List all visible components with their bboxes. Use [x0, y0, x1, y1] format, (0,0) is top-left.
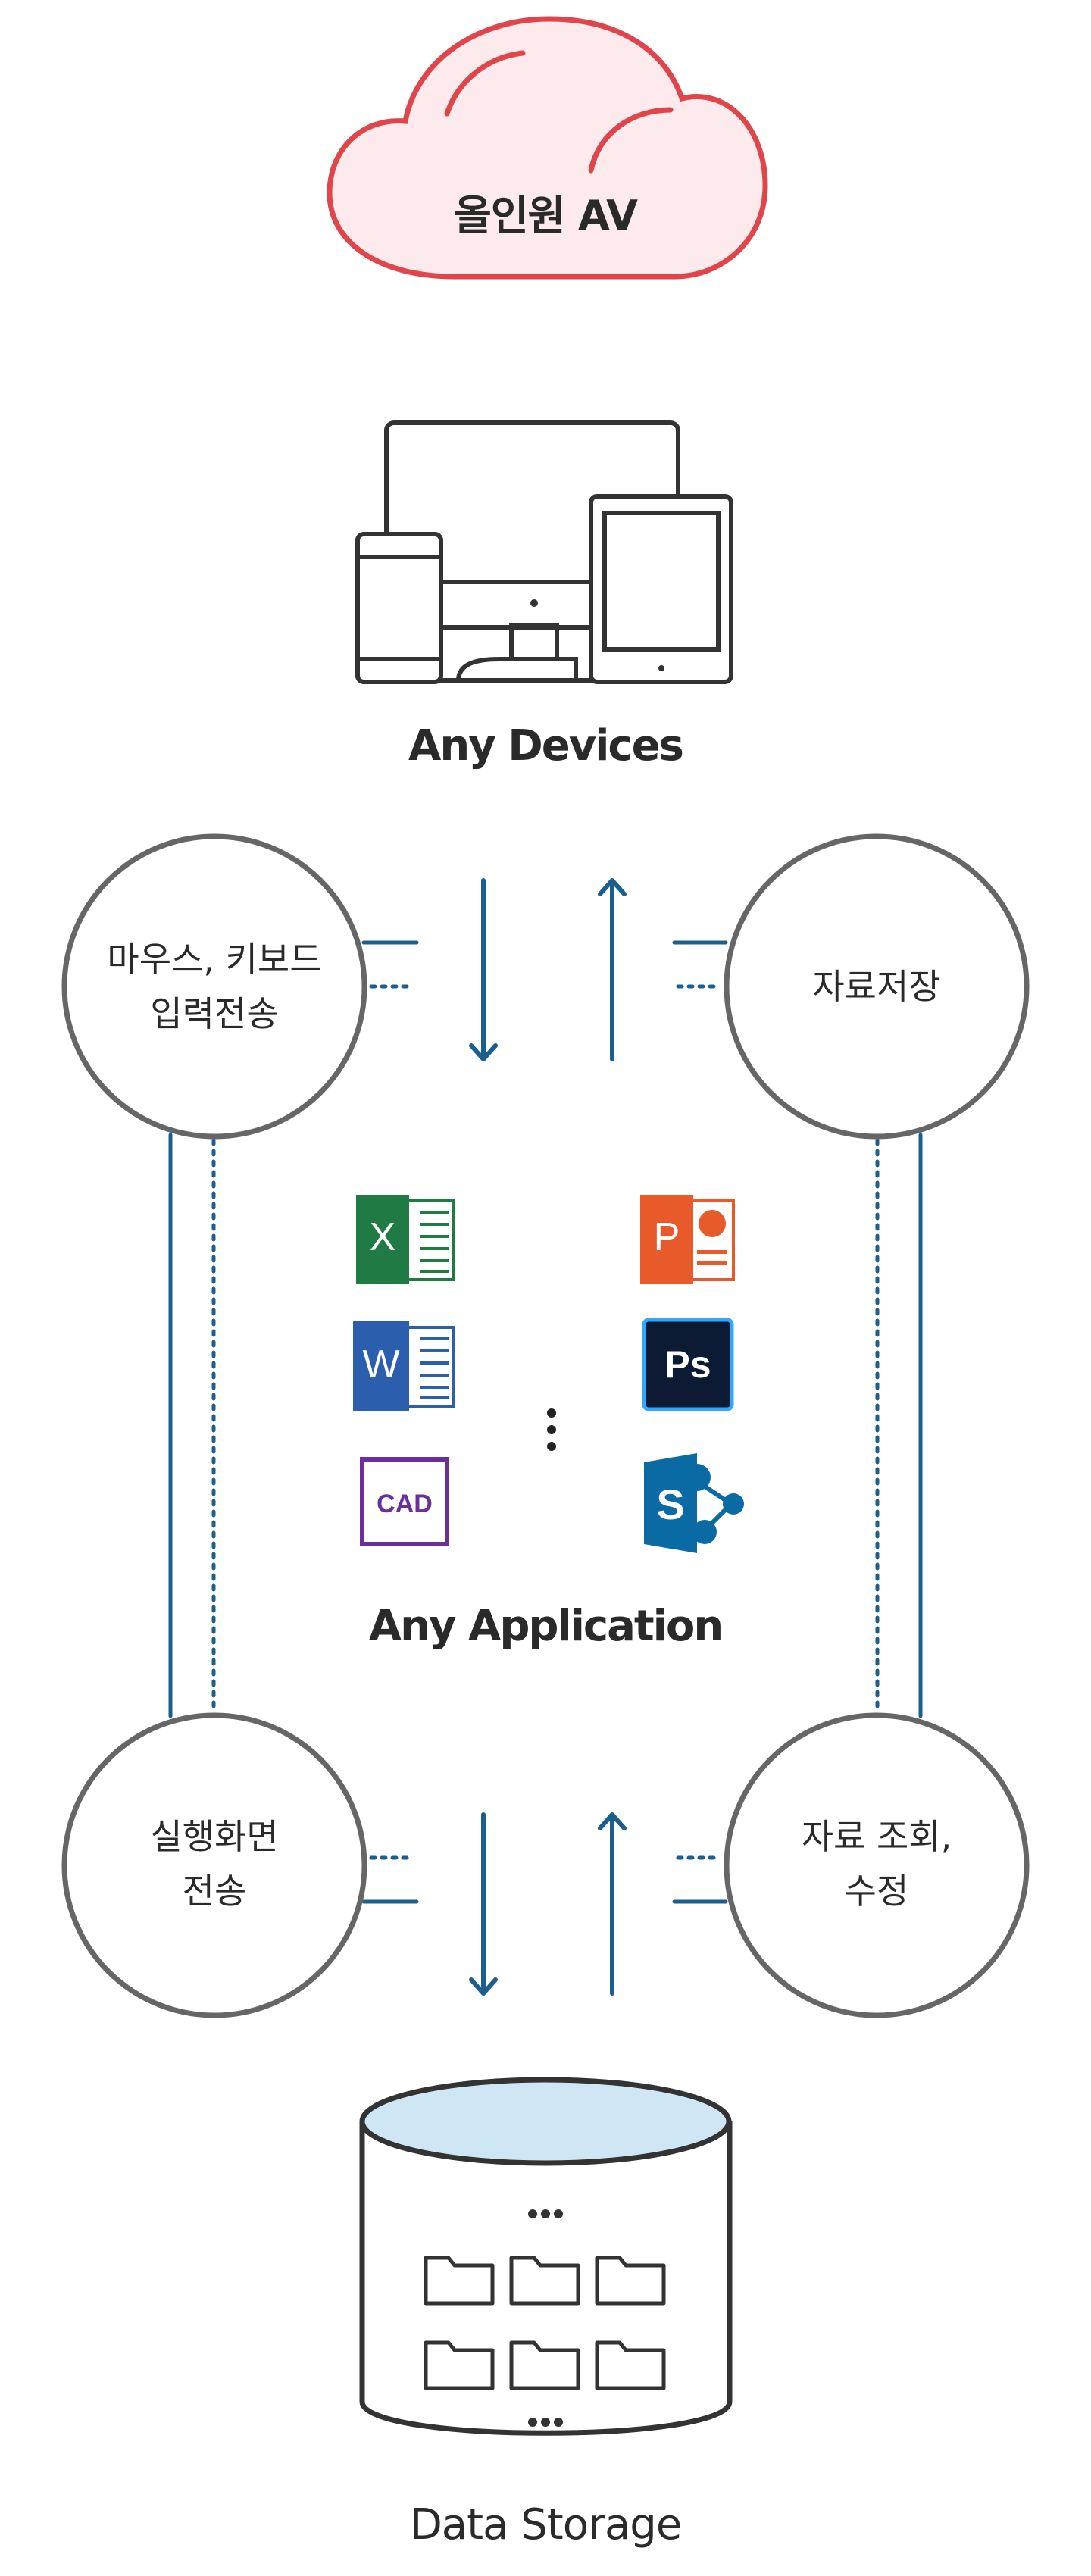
storage-ellipsis-top-icon	[528, 2209, 563, 2218]
folder-icon	[595, 2256, 666, 2306]
folder-icons	[424, 2256, 666, 2390]
photoshop-icon: Ps	[642, 1318, 734, 1411]
circle-screen-transfer	[61, 1712, 367, 2018]
photoshop-letters: Ps	[664, 1343, 711, 1386]
monitor-dot-icon	[530, 599, 538, 607]
folder-icon	[424, 2340, 495, 2390]
more-apps-ellipsis-icon	[547, 1408, 556, 1451]
circle-save-label: 자료저장	[738, 959, 1015, 1014]
storage-label: Data Storage	[409, 2500, 683, 2549]
circle-input-label: 마우스, 키보드 입력전송	[76, 932, 353, 1041]
word-letter: W	[362, 1343, 399, 1386]
powerpoint-icon: P	[640, 1195, 735, 1284]
arrow-down-bottom-icon	[469, 1812, 498, 1996]
arrow-down-top-icon	[469, 878, 498, 1061]
circle-query-line1: 자료 조회,	[801, 1816, 952, 1857]
excel-letter: X	[370, 1215, 396, 1259]
cad-letters: CAD	[377, 1490, 433, 1518]
powerpoint-letter: P	[654, 1215, 680, 1259]
circle-data-query	[724, 1712, 1030, 2018]
sharepoint-icon: S	[644, 1453, 744, 1553]
devices-icon	[355, 420, 733, 684]
word-icon: W	[353, 1321, 455, 1411]
circle-query-line2: 수정	[844, 1871, 909, 1912]
circle-input-transfer	[61, 833, 367, 1140]
circle-screen-line1: 실행화면	[150, 1816, 279, 1857]
circle-screen-line2: 전송	[182, 1871, 247, 1912]
devices-label: Any Devices	[408, 721, 684, 771]
cloud-icon	[327, 16, 768, 280]
sharepoint-letter: S	[656, 1480, 684, 1528]
connector-lines	[168, 940, 923, 1904]
circle-save-line1: 자료저장	[812, 966, 941, 1007]
circle-screen-label: 실행화면 전송	[76, 1809, 353, 1918]
cad-icon: CAD	[360, 1457, 449, 1546]
circle-input-line1: 마우스, 키보드	[107, 939, 322, 980]
applications-label: Any Application	[368, 1602, 724, 1651]
folder-icon	[509, 2340, 580, 2390]
circle-data-save	[724, 833, 1030, 1140]
folder-icon	[509, 2256, 580, 2306]
tablet-dot-icon	[658, 665, 664, 671]
circle-input-line2: 입력전송	[150, 993, 279, 1034]
cloud-label: 올인원 AV	[454, 192, 638, 239]
folder-icon	[424, 2256, 495, 2306]
excel-icon: X	[356, 1195, 455, 1284]
arrow-up-bottom-icon	[598, 1812, 627, 1996]
folder-icon	[595, 2340, 666, 2390]
arrow-up-top-icon	[598, 878, 627, 1061]
connector-dotted-lines	[211, 984, 880, 1860]
circle-query-label: 자료 조회, 수정	[738, 1809, 1015, 1918]
storage-ellipsis-bottom-icon	[528, 2418, 563, 2427]
